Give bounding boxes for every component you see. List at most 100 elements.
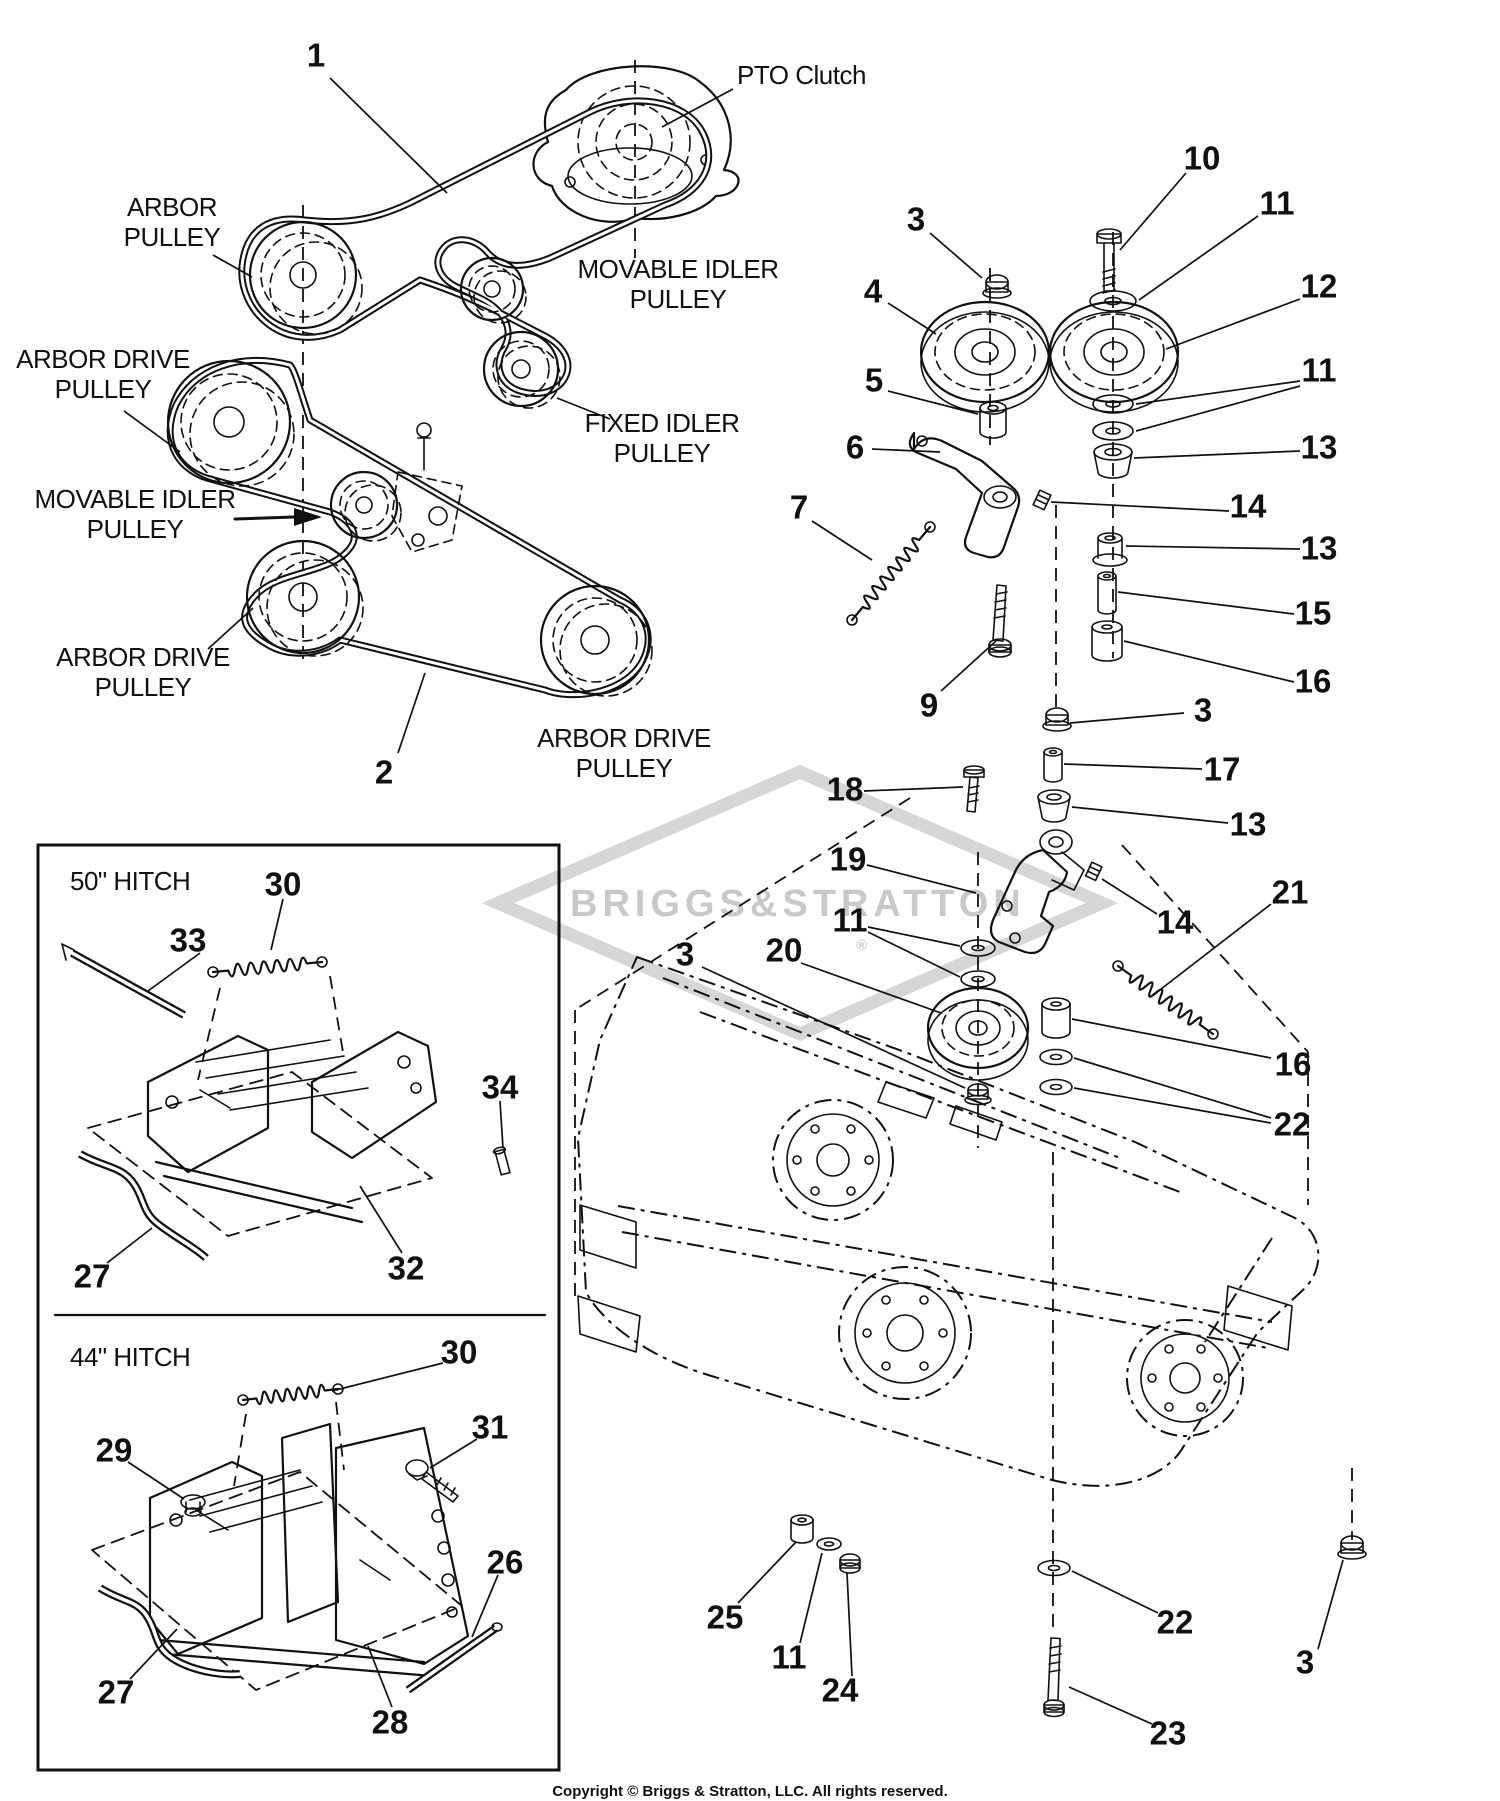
set-screw-drawing xyxy=(1084,861,1103,882)
spacer-drawing xyxy=(1091,620,1123,662)
part-callout-21: 21 xyxy=(1272,874,1309,911)
arbor-drive-2-label: PULLEY xyxy=(95,672,192,702)
bolt-drawing xyxy=(988,584,1012,658)
deck-front-bracket xyxy=(577,1295,641,1353)
part-callout-11: 11 xyxy=(833,902,868,939)
clevis-pin-drawing xyxy=(492,1146,511,1176)
arbor-pulley-center-drawing xyxy=(245,539,361,655)
movable-idler-2-label: MOVABLE IDLER xyxy=(34,484,235,514)
spacer-sleeve-drawing xyxy=(1043,747,1063,783)
hitch50-title: 50" HITCH xyxy=(70,866,190,896)
part-callout-19: 19 xyxy=(830,841,867,878)
pto-clutch-drawing xyxy=(532,65,740,223)
copyright-notice: Copyright © Briggs & Stratton, LLC. All … xyxy=(552,1783,948,1800)
part-callout-17: 17 xyxy=(1204,751,1241,788)
belt-1-drawing xyxy=(238,97,713,397)
callout-leader-lines xyxy=(106,77,1344,1725)
part-callout-30: 30 xyxy=(265,866,302,903)
part-callout-16: 16 xyxy=(1275,1046,1312,1083)
part-callout-26: 26 xyxy=(487,1544,524,1581)
washer-drawing xyxy=(1092,394,1134,441)
spring-hook-icon xyxy=(237,1394,249,1406)
upper-belt-routing-diagram xyxy=(238,60,740,660)
part-callout-2: 2 xyxy=(375,754,393,791)
hitch-rod-33-drawing xyxy=(61,943,186,1019)
part-callout-11: 11 xyxy=(1302,352,1337,389)
flanged-bushing-drawing xyxy=(1092,532,1128,567)
part-callout-23: 23 xyxy=(1150,1715,1187,1752)
arbor-dr ive-pulley-right-drawing xyxy=(539,584,651,696)
part-callout-27: 27 xyxy=(74,1258,111,1295)
part-callout-13: 13 xyxy=(1301,429,1338,466)
washer-drawing xyxy=(1037,1559,1071,1577)
part-callout-20: 20 xyxy=(766,932,803,969)
part-callout-10: 10 xyxy=(1184,140,1221,177)
part-callout-3: 3 xyxy=(1296,1644,1314,1681)
part-callout-25: 25 xyxy=(707,1599,744,1636)
bolt-drawing xyxy=(405,1459,459,1503)
part-callout-3: 3 xyxy=(676,936,694,973)
arbor-drive-3-label: PULLEY xyxy=(576,753,673,783)
part-callout-30: 30 xyxy=(441,1334,478,1371)
part-callout-18: 18 xyxy=(827,771,864,808)
part-callout-6: 6 xyxy=(846,429,864,466)
part-callout-13: 13 xyxy=(1230,806,1267,843)
part-callout-7: 7 xyxy=(790,489,808,526)
bolt-drawing xyxy=(1096,228,1122,294)
part-callout-15: 15 xyxy=(1295,595,1332,632)
part-callout-34: 34 xyxy=(482,1069,519,1106)
flange-nut-drawing xyxy=(1337,1535,1367,1560)
idler-arm-6-drawing xyxy=(908,431,1021,559)
flange-nut-drawing xyxy=(1042,707,1072,732)
flanged-bushing-drawing xyxy=(1037,789,1071,823)
watermark-diamond-icon xyxy=(481,764,1119,1042)
mower-deck-drawing xyxy=(576,955,1320,1487)
watermark-registered-icon: ® xyxy=(856,937,867,954)
extension-spring-drawing xyxy=(1116,964,1215,1036)
washer-drawing xyxy=(816,1537,842,1551)
part-callout-24: 24 xyxy=(822,1672,859,1709)
part-callout-3: 3 xyxy=(1194,692,1212,729)
part-callout-16: 16 xyxy=(1295,663,1332,700)
spindle-bolt-holes xyxy=(792,1124,874,1196)
arbor-drive-1-label: PULLEY xyxy=(55,374,152,404)
arbor-drive-2-label: ARBOR DRIVE xyxy=(56,642,230,672)
deck-rear-bracket xyxy=(1223,1285,1293,1351)
movable-idler-2-drawing xyxy=(329,470,399,540)
part-callout-12: 12 xyxy=(1301,268,1338,305)
part-callout-4: 4 xyxy=(864,273,883,310)
part-callout-numbers: 1234567910111211131413151631718131914211… xyxy=(74,37,1338,1752)
arbor-drive-3-label: ARBOR DRIVE xyxy=(537,723,711,753)
part-callout-32: 32 xyxy=(388,1250,425,1287)
idler-pulley-20-drawing xyxy=(926,986,1030,1081)
part-callout-1: 1 xyxy=(307,37,325,74)
flange-nut-drawing xyxy=(982,274,1012,299)
deck-mount-hardware xyxy=(790,1514,1367,1718)
hitch-bracket-50-drawing xyxy=(87,1030,438,1237)
belt-2-drawing xyxy=(166,357,652,699)
movable-idler-1-label: PULLEY xyxy=(630,284,727,314)
movable-idler-2-label: PULLEY xyxy=(87,514,184,544)
spacer-drawing xyxy=(979,401,1007,439)
hitch-options-box xyxy=(36,843,561,1772)
spacer-drawing xyxy=(1041,997,1071,1039)
pto-clutch-label: PTO Clutch xyxy=(737,60,866,90)
arbor-drive-1-label: ARBOR DRIVE xyxy=(16,344,190,374)
spring-hook-icon xyxy=(1207,1028,1219,1040)
arbor-pulley-label: PULLEY xyxy=(124,222,221,252)
part-callout-33: 33 xyxy=(170,922,207,959)
spring-hook-icon xyxy=(1112,960,1124,972)
arbor-pulley-label: ARBOR xyxy=(127,192,217,222)
idler-spindle-drawing xyxy=(416,422,432,471)
part-callout-11: 11 xyxy=(1260,185,1295,222)
idler-arm-exploded-stack-upper xyxy=(908,228,1180,712)
extension-springs xyxy=(207,521,1219,1406)
washer-drawing xyxy=(1039,1048,1073,1096)
part-callout-31: 31 xyxy=(472,1409,509,1446)
fixed-idler-1-label: FIXED IDLER xyxy=(585,408,740,438)
briggs-stratton-watermark: BRIGGS&STRATTON ® xyxy=(481,764,1119,1042)
part-callout-3: 3 xyxy=(907,201,925,238)
lower-belt-routing-diagram xyxy=(166,357,653,699)
hitch44-title: 44" HITCH xyxy=(70,1342,190,1372)
